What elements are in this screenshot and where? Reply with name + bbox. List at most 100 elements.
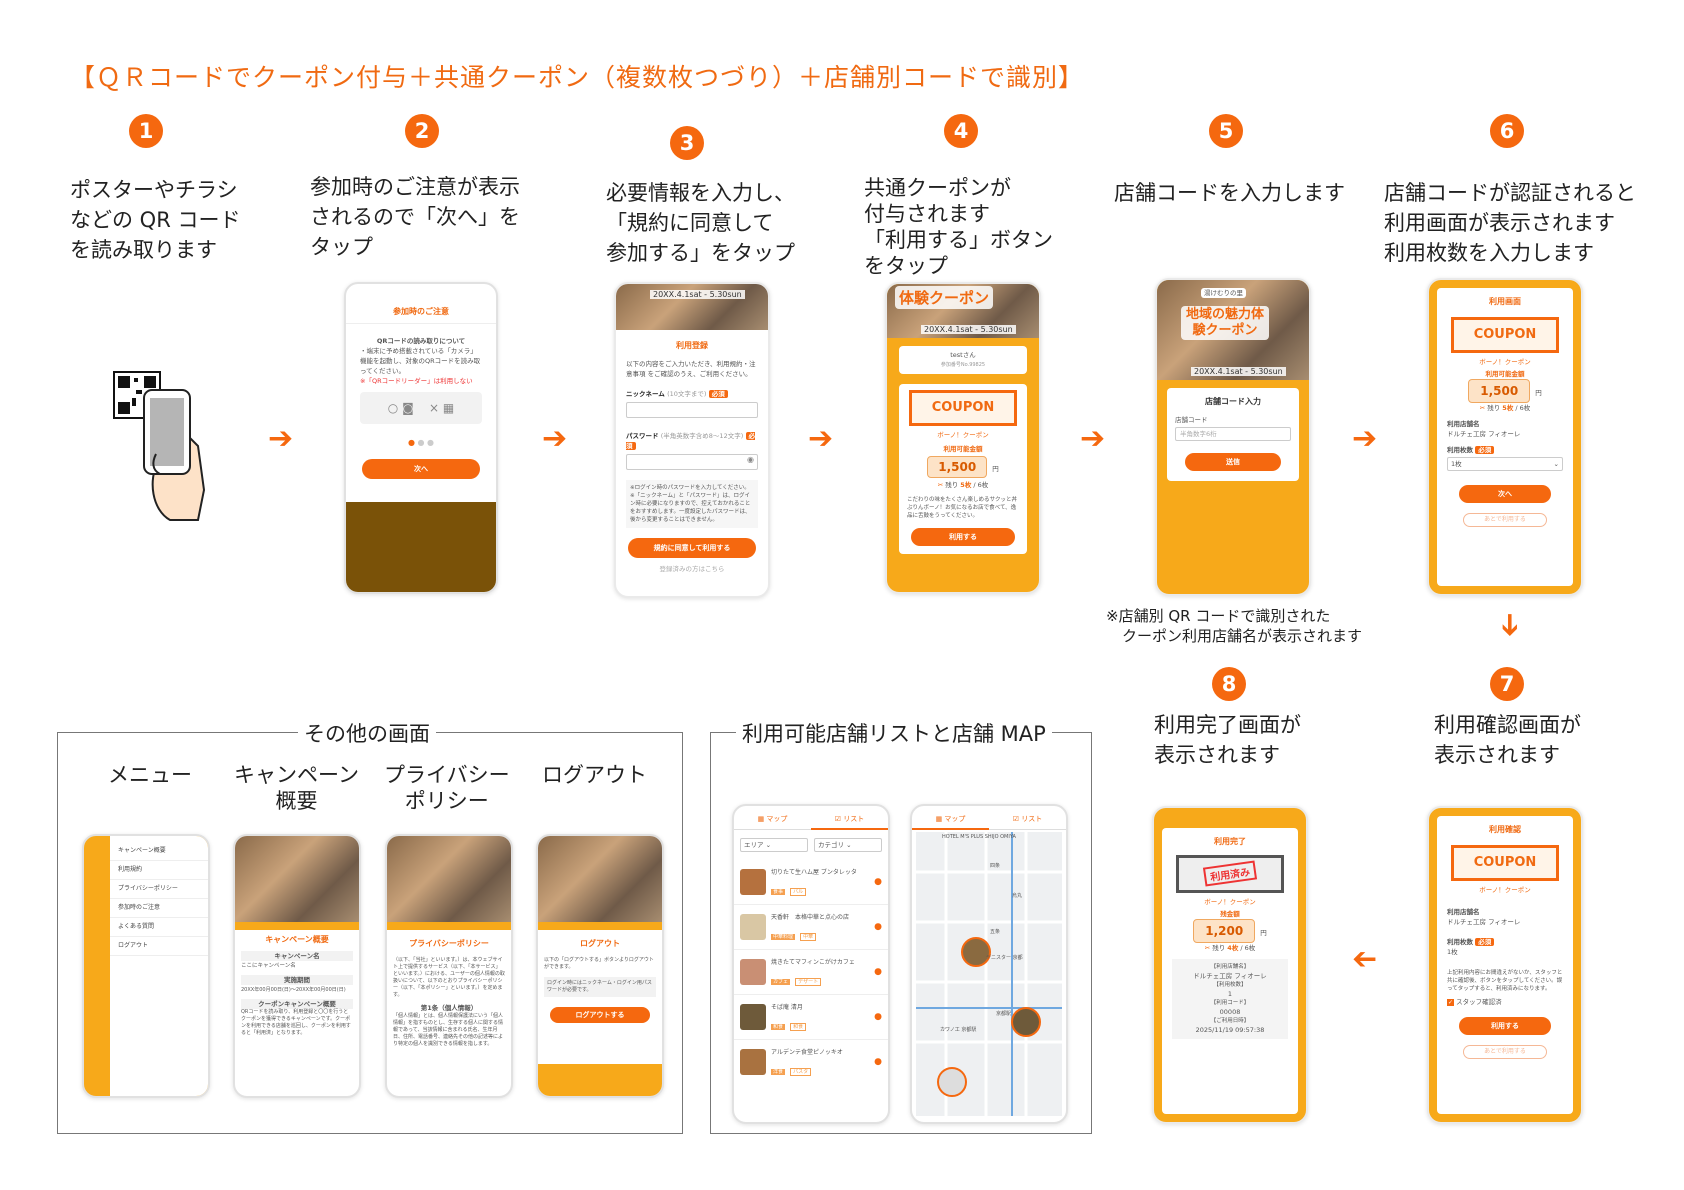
used-stamp-text: 利用済み — [1202, 860, 1258, 887]
store-tag: パスタ — [790, 1067, 812, 1076]
map-label: 京都駅 — [996, 1011, 1012, 1017]
step-6-desc: 店舗コードが認証されると利用画面が表示されます利用枚数を入力します — [1384, 181, 1636, 265]
tab-map[interactable]: ▦ マップ — [734, 814, 811, 830]
step-5-desc: 店舗コードを入力します — [1114, 181, 1345, 205]
chevron-right-icon[interactable]: ● — [874, 1057, 882, 1067]
coupon-desc: こだわりの味をたくさん楽しめるサクッと丼ぶりんボーノ！お気になるお店で食べて、逸… — [907, 497, 1018, 519]
step-2-number: 2 — [405, 114, 439, 148]
count-label: 利用枚数 必須 — [1437, 927, 1573, 947]
store-thumbnail — [740, 1049, 766, 1075]
store-label: 利用店舗名 — [1447, 908, 1480, 916]
map-label: カワノ工 京都駅 — [940, 1027, 977, 1033]
campaign-name: ここにキャンペーン名 — [241, 963, 296, 969]
store-name: そば庵 清月 — [771, 1003, 803, 1011]
agree-register-button[interactable]: 規約に同意して利用する — [628, 538, 756, 558]
use-button[interactable]: 利用する — [1459, 1017, 1551, 1035]
list-item[interactable]: そば庵 清月 和食 和食 ● — [734, 995, 888, 1040]
qr-scan-illustration — [112, 370, 212, 530]
privacy-title: プライバシーポリシー — [384, 763, 510, 813]
screen4-banner-date: 20XX.4.1sat - 5.30sun — [921, 325, 1016, 334]
store-thumbnail — [740, 959, 766, 985]
step-5-number: 5 — [1209, 114, 1243, 148]
campaign-title: キャンペーン概要 — [234, 763, 359, 813]
screen-7-phone: 利用確認 COUPON ボーノ！クーポン 利用店舗名 ドルチェ工房 フィオーレ … — [1427, 806, 1583, 1124]
yen-unit: 円 — [992, 465, 999, 473]
list-item[interactable]: 切りたて生ハム屋 ブンタレッタ 食事 バル ● — [734, 860, 888, 905]
coupon-name: ボーノ！クーポン — [1479, 358, 1531, 366]
store-tag: 食事 — [771, 888, 786, 895]
store-code-label: 店舗コード — [1175, 416, 1208, 424]
remaining-count: ✂ 残り 5枚 / 6枚 — [1479, 404, 1531, 412]
logout-button[interactable]: ログアウトする — [550, 1007, 650, 1023]
privacy-body: （以下、「当社」といいます。）は、本ウェブサイト上で提供するサービス（以下、「本… — [393, 957, 505, 998]
amount-label: 利用可能金額 — [1485, 370, 1525, 378]
screen-3-phone: 20XX.4.1sat - 5.30sun 利用登録 以下の内容をご入力いただき… — [614, 282, 770, 598]
chevron-right-icon[interactable]: ● — [874, 877, 882, 887]
store-map-phone: ▦ マップ ☑ リスト HOTEL M'S PLUS SHIJO OMIYA 四… — [910, 804, 1068, 1124]
logout-header: ログアウト — [580, 939, 620, 948]
ticket-icon: ✂ — [1204, 944, 1211, 952]
menu-item[interactable]: 参加時のご注意 — [110, 899, 208, 918]
store-list-phone: ▦ マップ ☑ リスト エリア ⌄ カテゴリ ⌄ 切りたて生ハム屋 ブンタレッタ… — [732, 804, 890, 1124]
registered-link[interactable]: 登録済みの方はこちら — [659, 565, 725, 573]
count-select[interactable]: 1枚 ⌄ — [1447, 457, 1563, 471]
list-item[interactable]: 焼きたてマフィンこがけカフェ カフェ デザート ● — [734, 950, 888, 995]
nickname-label: ニックネーム (10文字まで) 必須 — [616, 379, 768, 399]
count-label: 利用枚数 必須 — [1437, 439, 1573, 455]
screen6-header: 利用画面 — [1489, 297, 1521, 306]
tab-list[interactable]: ☑ リスト — [989, 814, 1066, 830]
next-button[interactable]: 次へ — [362, 459, 480, 479]
coupon-card: COUPON ボーノ！クーポン 利用可能金額 1,500 円 ✂ 残り 5枚 /… — [899, 384, 1027, 554]
map-label: 烏丸 — [1012, 893, 1023, 899]
menu-item[interactable]: プライバシーポリシー — [110, 880, 208, 899]
screen-2-phone: 参加時のご注意 QRコードの読み取りについて ・端末に予め搭載されている「カメラ… — [344, 282, 498, 594]
summary-store-label: 【利用店舗名】 — [1210, 964, 1250, 970]
use-button[interactable]: 利用する — [911, 528, 1015, 546]
menu-item[interactable]: 利用規約 — [110, 861, 208, 880]
chevron-right-icon[interactable]: ● — [874, 922, 882, 932]
store-name: 切りたて生ハム屋 ブンタレッタ — [771, 868, 857, 876]
menu-item[interactable]: キャンペーン概要 — [110, 842, 208, 861]
menu-item[interactable]: ログアウト — [110, 937, 208, 956]
nickname-input[interactable] — [626, 402, 758, 418]
yen-unit: 円 — [1260, 929, 1267, 937]
stores-title: 利用可能店舗リストと店舗 MAP — [736, 718, 1052, 748]
later-button[interactable]: あとで利用する — [1463, 1045, 1547, 1059]
store-tag: 洋食 — [771, 1068, 786, 1075]
store-code-input[interactable]: 半角数字6桁 — [1175, 427, 1291, 441]
coupon-name: ボーノ！クーポン — [937, 431, 989, 439]
area-filter[interactable]: エリア ⌄ — [740, 838, 808, 852]
amount-value: 1,200 — [1193, 919, 1256, 943]
arrow-right-icon: ➔ — [808, 421, 834, 456]
list-item[interactable]: 天香軒 本格中華と点心の店 中華料理 中華 ● — [734, 905, 888, 950]
screen8-card: 利用完了 利用済み ボーノ！クーポン 残金額 1,200 円 ✂ 残り 4枚 /… — [1162, 828, 1298, 1114]
checkbox-icon[interactable]: ✓ — [1447, 999, 1454, 1006]
user-card: testさん 参加番号No.99825 — [899, 346, 1027, 374]
screen5-banner-date: 20XX.4.1sat - 5.30sun — [1191, 367, 1286, 376]
store-tag: 中華料理 — [771, 933, 796, 940]
next-button[interactable]: 次へ — [1459, 485, 1551, 503]
staff-confirm-checkbox[interactable]: ✓ スタッフ確認済 — [1447, 998, 1502, 1006]
step-7-number: 7 — [1490, 667, 1524, 701]
store-map[interactable]: HOTEL M'S PLUS SHIJO OMIYA 四条 烏丸 五条 デニスタ… — [916, 832, 1062, 1116]
eye-icon[interactable]: ◉ — [747, 455, 754, 464]
list-item[interactable]: アルデンテ食堂ピノッキオ 洋食 パスタ ● — [734, 1040, 888, 1084]
tab-list[interactable]: ☑ リスト — [811, 814, 888, 830]
summary-store: ドルチェ工房 フィオーレ — [1193, 972, 1267, 980]
page-title: 【ＱＲコードでクーポン付与＋共通クーポン（複数枚つづり）＋店舗別コードで識別】 — [70, 63, 1085, 92]
store-thumbnail — [740, 869, 766, 895]
menu-item[interactable]: よくある質問 — [110, 918, 208, 937]
password-input[interactable]: ◉ — [626, 454, 758, 470]
screen3-notice: ※ログイン時のパスワードを入力してください。※「ニックネーム」と「パスワード」は… — [626, 480, 758, 528]
screen3-header: 利用登録 — [676, 341, 708, 350]
campaign-about-label: クーポンキャンペーン概要 — [241, 999, 353, 1009]
step-3-number: 3 — [670, 126, 704, 160]
submit-button[interactable]: 送信 — [1185, 453, 1281, 471]
screen7-header: 利用確認 — [1489, 825, 1521, 834]
chevron-right-icon[interactable]: ● — [874, 967, 882, 977]
category-filter[interactable]: カテゴリ ⌄ — [814, 838, 882, 852]
summary-code: 00008 — [1219, 1008, 1241, 1016]
chevron-right-icon[interactable]: ● — [874, 1012, 882, 1022]
later-button[interactable]: あとで利用する — [1463, 513, 1547, 527]
tab-map[interactable]: ▦ マップ — [912, 814, 989, 830]
